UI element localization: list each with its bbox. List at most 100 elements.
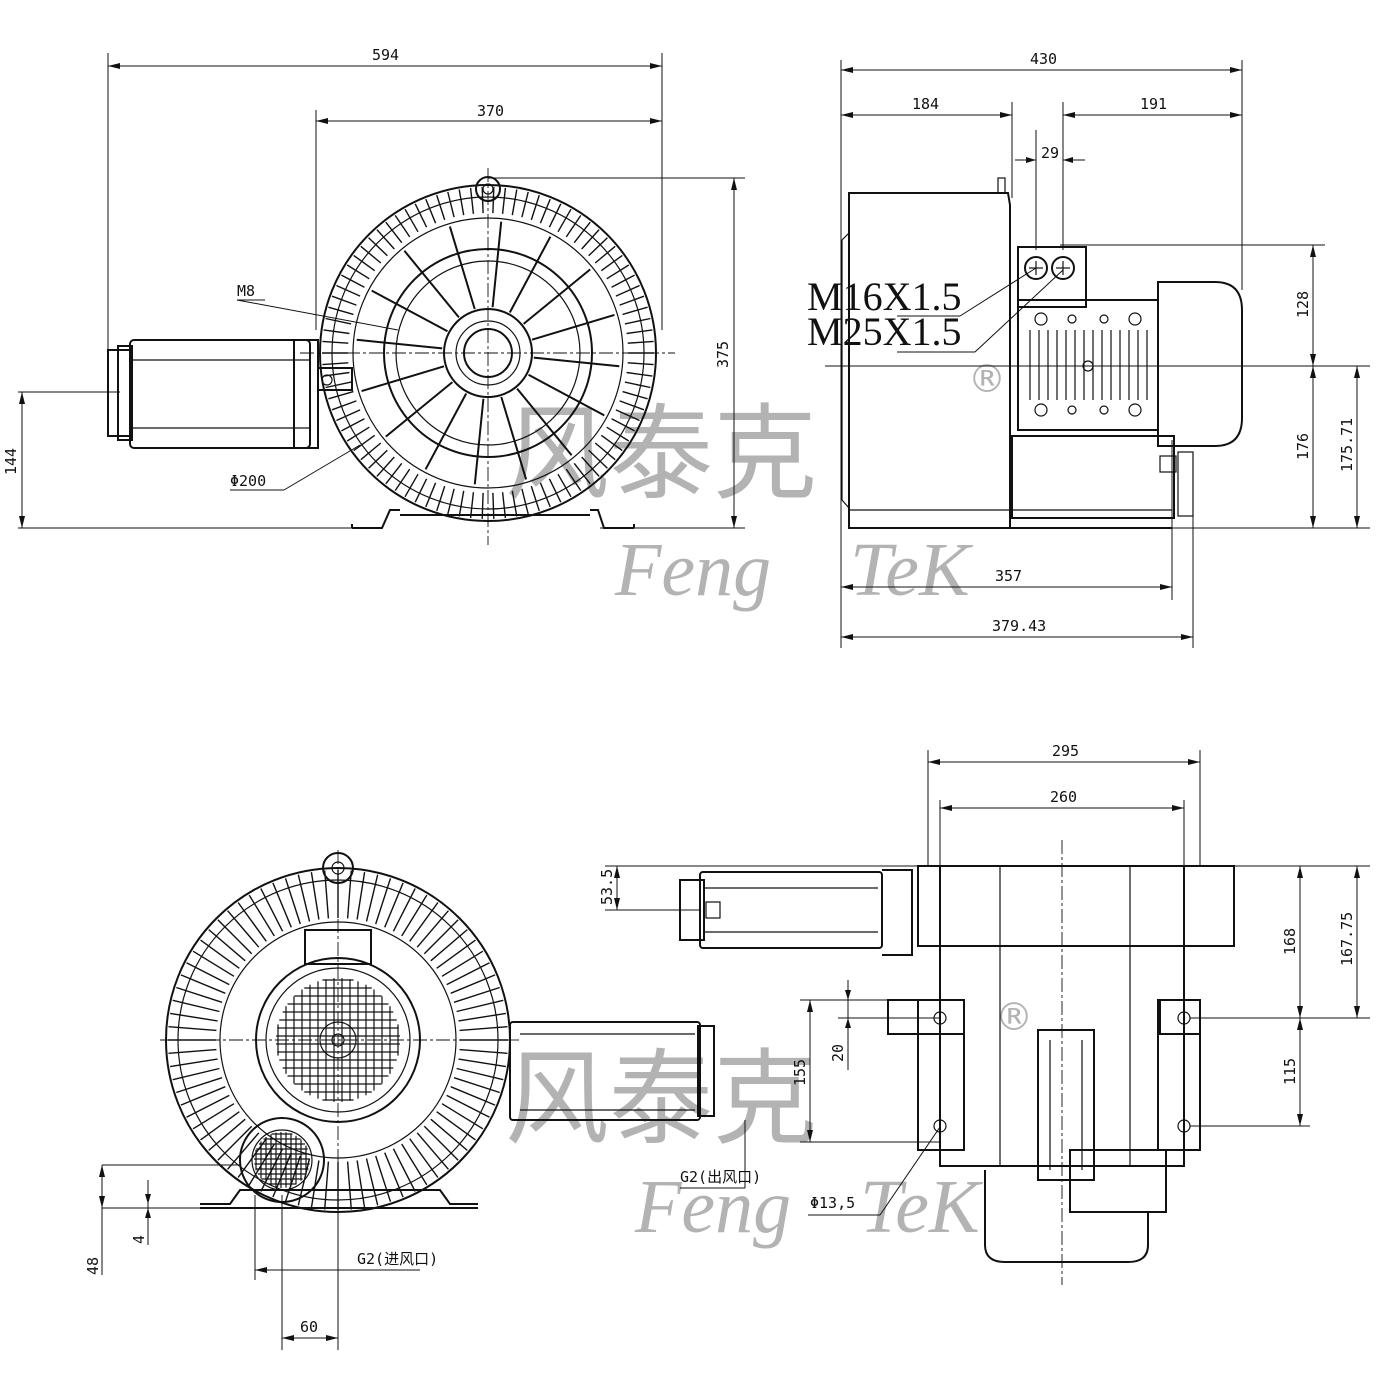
- cooling-fin: [573, 221, 591, 244]
- cooling-fin: [530, 485, 540, 512]
- cooling-fin: [622, 306, 648, 316]
- cooling-fin: [172, 999, 220, 1013]
- impeller-spoke: [385, 381, 454, 438]
- cooling-fin: [353, 434, 376, 452]
- side-ribs: [1029, 330, 1148, 400]
- cooling-fin: [341, 418, 365, 432]
- cooling-fin: [248, 894, 275, 937]
- cooling-fin: [624, 381, 651, 389]
- watermark-tek-bottom: TeK: [860, 1165, 983, 1249]
- cooling-fin: [394, 468, 411, 491]
- cooling-fin: [401, 1143, 428, 1186]
- cooling-fin: [328, 390, 354, 400]
- cooling-fin: [624, 317, 651, 325]
- cooling-fin: [619, 400, 645, 411]
- cooling-fin: [169, 1012, 218, 1022]
- cooling-fin: [430, 1118, 468, 1151]
- dim-167-75: 167.75: [1338, 912, 1356, 966]
- cooling-fin: [180, 974, 226, 994]
- impeller-spoke: [528, 373, 605, 417]
- watermark-chinese-bottom: 风泰克: [505, 1038, 817, 1160]
- cooling-fin: [385, 221, 403, 244]
- watermark-top: 风泰克 Feng TeK ®: [505, 357, 1006, 612]
- cooling-fin: [384, 882, 404, 928]
- dim-191: 191: [1140, 95, 1167, 113]
- cooling-fin: [376, 456, 395, 477]
- cooling-fin: [356, 1160, 366, 1209]
- cooling-fin: [511, 189, 518, 216]
- cooling-fin: [217, 919, 253, 955]
- label-m8: M8: [237, 282, 255, 300]
- cooling-fin: [423, 1125, 459, 1161]
- cooling-fin: [322, 340, 349, 344]
- cooling-fin: [324, 870, 330, 919]
- cooling-fin: [436, 939, 476, 969]
- cooling-fin: [414, 203, 428, 228]
- cooling-fin: [346, 870, 352, 919]
- cooling-fin: [606, 426, 630, 442]
- impeller-spoke: [403, 250, 460, 319]
- cooling-fin: [469, 492, 475, 519]
- cooling-fin: [456, 1067, 504, 1081]
- cooling-fin: [414, 478, 428, 503]
- dim-594: 594: [372, 46, 399, 64]
- cooling-fin: [200, 1111, 240, 1141]
- cooling-fin: [459, 1026, 508, 1032]
- thread-m16: M16X1.5: [807, 274, 961, 319]
- cooling-fin: [394, 215, 411, 238]
- cooling-fin: [227, 910, 260, 948]
- cooling-fin: [430, 929, 468, 962]
- impeller-spoke: [531, 313, 615, 341]
- cooling-fin: [356, 871, 366, 920]
- dim-379-43: 379.43: [992, 617, 1046, 635]
- dim-155: 155: [791, 1059, 809, 1086]
- dim-144: 144: [2, 448, 20, 475]
- cooling-fin: [501, 492, 507, 519]
- inlet-grille: [254, 1132, 310, 1188]
- dim-29: 29: [1041, 144, 1059, 162]
- dim-53-5: 53.5: [598, 869, 616, 905]
- watermark-tek-top: TeK: [850, 528, 973, 612]
- cooling-fin: [168, 1048, 217, 1054]
- cooling-fin: [392, 888, 416, 932]
- side-view: 430 184 191 29 128 176 175.71: [807, 50, 1370, 648]
- cooling-fin: [168, 1026, 217, 1032]
- cooling-fin: [627, 340, 654, 344]
- cooling-fin: [441, 950, 484, 977]
- cooling-fin: [336, 284, 361, 297]
- impeller-spoke: [500, 396, 528, 480]
- cooling-fin: [322, 362, 349, 366]
- cooling-fin: [446, 1094, 490, 1118]
- cooling-fin: [594, 442, 616, 461]
- cooling-fin: [615, 409, 640, 422]
- impeller-spoke: [356, 338, 443, 350]
- watermark-bottom: 风泰克 Feng TeK ®: [505, 995, 1033, 1249]
- cooling-fin: [341, 274, 365, 288]
- label-inlet: G2(进风口): [357, 1250, 438, 1268]
- cooling-fin: [360, 442, 382, 461]
- cooling-fin: [180, 1086, 226, 1106]
- cooling-fin: [217, 1125, 253, 1161]
- cooling-fin: [324, 1161, 330, 1210]
- cooling-fin: [169, 1058, 218, 1068]
- cooling-fin: [581, 456, 600, 477]
- cooling-fin: [469, 187, 475, 214]
- cooling-fin: [392, 1148, 416, 1192]
- cooling-fin: [626, 371, 653, 377]
- dim-184: 184: [912, 95, 939, 113]
- cooling-fin: [450, 974, 496, 994]
- impeller-spoke: [491, 221, 503, 308]
- cooling-fin: [365, 874, 379, 922]
- cooling-fin: [521, 488, 529, 515]
- cooling-fin: [458, 490, 465, 517]
- cooling-fin: [459, 1048, 508, 1054]
- cooling-fin: [539, 198, 551, 224]
- cooling-fin: [548, 478, 562, 503]
- cooling-fin: [346, 426, 370, 442]
- dim-20: 20: [829, 1044, 847, 1062]
- dim-370: 370: [477, 102, 504, 120]
- cooling-fin: [346, 1161, 352, 1210]
- cooling-fin: [208, 1118, 246, 1151]
- cooling-fin: [360, 245, 382, 264]
